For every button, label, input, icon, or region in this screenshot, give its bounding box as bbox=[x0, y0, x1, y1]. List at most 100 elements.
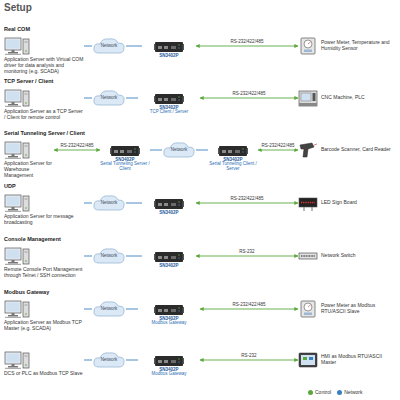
network-cloud: Network bbox=[92, 89, 126, 107]
serial-link bbox=[54, 150, 100, 151]
cloud-label: Network bbox=[101, 253, 118, 258]
network-cloud: Network bbox=[92, 37, 126, 55]
serial-link bbox=[200, 360, 298, 361]
computer-icon bbox=[4, 300, 30, 318]
device-model: SN3402P bbox=[142, 54, 196, 59]
text-column: Barcode Scanner, Card Reader bbox=[321, 147, 396, 153]
text-column: Power Meter as Modbus RTU/ASCII Slave bbox=[321, 303, 396, 315]
power-meter-icon bbox=[298, 37, 318, 55]
server-node: Application Server for Warehouse Managem… bbox=[4, 141, 54, 178]
serial-link bbox=[200, 98, 298, 99]
hmi-panel-icon bbox=[298, 351, 318, 369]
computer-icon bbox=[4, 351, 30, 369]
gateway-device bbox=[154, 40, 184, 53]
server-node: Application Server as Modbus TCP Master … bbox=[4, 300, 84, 332]
network-link bbox=[126, 203, 142, 204]
led-sign-icon bbox=[298, 194, 318, 212]
link-label: RS-232 bbox=[238, 250, 255, 255]
link-label: RS-232/422/485 bbox=[230, 40, 265, 45]
computer-icon bbox=[4, 194, 30, 212]
text-column: Power Meter, Temperature and Humidity Se… bbox=[321, 40, 396, 52]
device-model: SN3402P bbox=[142, 211, 196, 216]
endpoint-node: Network Switch bbox=[298, 247, 396, 265]
device-caption: LED Sign Board bbox=[321, 200, 396, 206]
section-heading: Modbus Gateway bbox=[4, 289, 49, 295]
text-column: HMI as Modbus RTU/ASCII Master bbox=[321, 354, 396, 366]
network-link bbox=[84, 46, 92, 47]
link-label: RS-232/422/485 bbox=[261, 144, 296, 149]
endpoint-node: Barcode Scanner, Card Reader bbox=[298, 141, 396, 159]
network-link bbox=[126, 98, 138, 99]
endpoint-node: HMI as Modbus RTU/ASCII Master bbox=[298, 351, 396, 369]
server-caption: Remote Console Port Management through T… bbox=[4, 267, 84, 279]
cloud-label: Network bbox=[101, 306, 118, 311]
gateway-device bbox=[154, 250, 184, 263]
gateway-device bbox=[110, 144, 140, 157]
network-link bbox=[126, 309, 138, 310]
link-label: RS-232 bbox=[240, 354, 257, 359]
cloud-label: Network bbox=[101, 200, 118, 205]
network-cloud: Network bbox=[92, 194, 126, 212]
computer-icon bbox=[4, 89, 30, 107]
device-mode: Modbus Gateway bbox=[138, 321, 200, 326]
device-mode: Serial Tunneling Client / Server bbox=[208, 162, 258, 172]
cloud-label: Network bbox=[101, 43, 118, 48]
server-caption: Application Server as a TCP Server / Cli… bbox=[4, 109, 84, 121]
network-link bbox=[84, 309, 92, 310]
section-heading: Console Management bbox=[4, 236, 61, 242]
network-cloud: Network bbox=[162, 141, 196, 159]
network-link bbox=[126, 360, 138, 361]
server-caption: DCS or PLC as Modbus TCP Slave bbox=[4, 371, 84, 377]
section-heading: TCP Server / Client bbox=[4, 78, 53, 84]
power-meter-icon bbox=[298, 300, 318, 318]
gateway-device bbox=[154, 354, 184, 367]
serial-link bbox=[200, 309, 298, 310]
network-cloud: Network bbox=[92, 351, 126, 369]
device-node: SN3402PSerial Tunneling Client / Server bbox=[208, 144, 258, 173]
legend-swatch bbox=[308, 390, 313, 395]
serial-link bbox=[258, 150, 298, 151]
network-link bbox=[84, 203, 92, 204]
device-caption: Power Meter as Modbus RTU/ASCII Slave bbox=[321, 303, 396, 315]
device-caption: HMI as Modbus RTU/ASCII Master bbox=[321, 354, 396, 366]
gateway-device bbox=[154, 92, 184, 105]
device-mode: Modbus Gateway bbox=[138, 372, 200, 377]
server-caption: Application Server with Virtual COM driv… bbox=[4, 57, 84, 74]
cloud-label: Network bbox=[101, 357, 118, 362]
server-caption: Application Server as Modbus TCP Master … bbox=[4, 320, 84, 332]
diagram-title: Setup bbox=[4, 2, 32, 13]
cnc-machine-icon bbox=[298, 89, 318, 107]
server-node: Application Server for message broadcast… bbox=[4, 194, 84, 226]
network-cloud: Network bbox=[92, 247, 126, 265]
device-node: SN3402PModbus Gateway bbox=[138, 354, 200, 378]
computer-icon bbox=[4, 247, 30, 265]
device-node: SN3402P bbox=[142, 40, 196, 59]
device-node: SN3402PTCP Client / Server bbox=[138, 92, 200, 116]
network-cloud: Network bbox=[92, 300, 126, 318]
text-column: LED Sign Board bbox=[321, 200, 396, 206]
network-link bbox=[150, 150, 162, 151]
computer-icon bbox=[4, 141, 30, 159]
device-caption: Network Switch bbox=[321, 253, 396, 259]
network-link bbox=[84, 98, 92, 99]
network-link bbox=[196, 150, 208, 151]
gateway-device bbox=[154, 197, 184, 210]
network-link bbox=[126, 46, 142, 47]
serial-link bbox=[196, 203, 298, 204]
server-node: DCS or PLC as Modbus TCP Slave bbox=[4, 351, 84, 377]
device-model: SN3402P bbox=[142, 264, 196, 269]
server-caption: Application Server for Warehouse Managem… bbox=[4, 161, 54, 178]
device-node: SN3402PSerial Tunneling Server / Client bbox=[100, 144, 150, 173]
device-caption: CNC Machine, PLC bbox=[321, 95, 396, 101]
section-heading: UDP bbox=[4, 183, 16, 189]
serial-link bbox=[196, 46, 298, 47]
server-node: Application Server as a TCP Server / Cli… bbox=[4, 89, 84, 121]
serial-link bbox=[196, 256, 298, 257]
link-label: RS-232/422/485 bbox=[232, 92, 267, 97]
server-node: Remote Console Port Management through T… bbox=[4, 247, 84, 279]
network-link bbox=[84, 360, 92, 361]
text-column: Network Switch bbox=[321, 253, 396, 259]
device-node: SN3402P bbox=[142, 197, 196, 216]
legend-text: Control bbox=[315, 389, 331, 395]
link-label: RS-232/422/485 bbox=[232, 303, 267, 308]
